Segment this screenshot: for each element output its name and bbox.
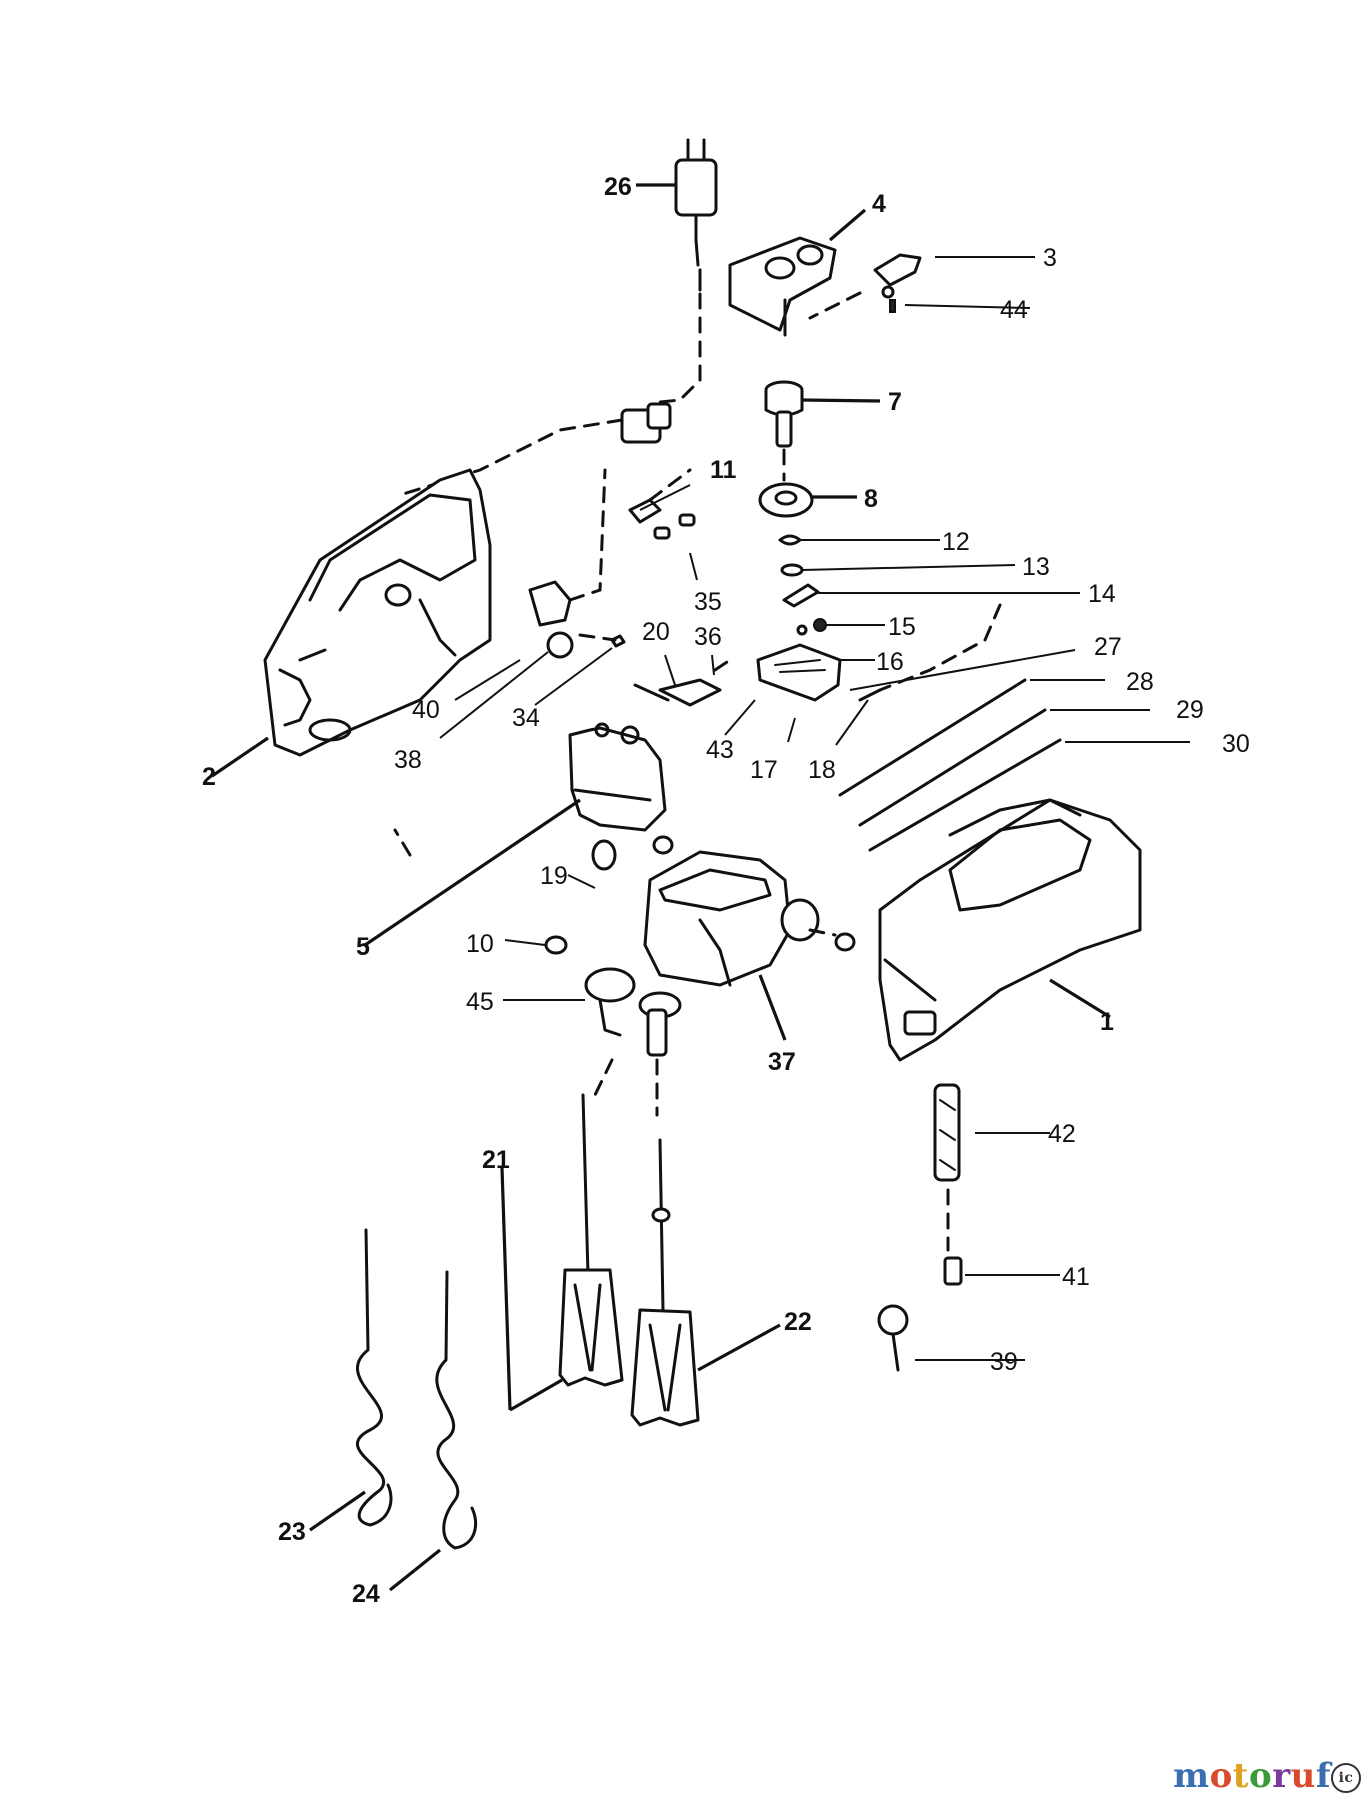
- callout-14: 14: [1088, 580, 1116, 608]
- watermark-letter: r: [1272, 1756, 1291, 1796]
- switch-clip: [633, 658, 732, 707]
- cord-clamp: [528, 468, 607, 627]
- callout-41: 41: [1062, 1263, 1090, 1291]
- callout-40: 40: [412, 696, 440, 724]
- dough-hook-right: [435, 1270, 478, 1550]
- motor-cover: [393, 722, 667, 857]
- callout-27: 27: [1094, 633, 1122, 661]
- callout-4: 4: [872, 190, 886, 218]
- dough-hook-left: [355, 1228, 393, 1527]
- grommets: [546, 631, 626, 659]
- callout-19: 19: [540, 862, 568, 890]
- watermark-letter: u: [1290, 1756, 1316, 1796]
- speed-knob: [764, 380, 804, 482]
- terminal-screws: [628, 468, 696, 540]
- watermark-letter: m: [1173, 1756, 1210, 1796]
- callout-21: 21: [482, 1146, 510, 1174]
- switch-plate: [756, 643, 842, 702]
- callout-38: 38: [394, 746, 422, 774]
- callout-26: 26: [604, 173, 632, 201]
- callout-3: 3: [1043, 244, 1057, 272]
- callout-23: 23: [278, 1518, 306, 1546]
- drive-gear: [584, 967, 682, 1117]
- callout-11: 11: [710, 456, 737, 484]
- knob-bushing: [758, 482, 814, 518]
- switch-cover: [728, 236, 837, 337]
- right-housing: [878, 798, 1142, 1062]
- motor-gearbox: [643, 850, 856, 987]
- callout-24: 24: [352, 1580, 380, 1608]
- watermark-letter: o: [1249, 1756, 1273, 1796]
- callout-12: 12: [942, 528, 970, 556]
- beater-right: [630, 1138, 700, 1427]
- callout-36: 36: [694, 623, 722, 651]
- callout-39: 39: [990, 1348, 1018, 1376]
- callout-16: 16: [876, 648, 904, 676]
- callout-5: 5: [356, 933, 370, 961]
- callout-1: 1: [1100, 1008, 1114, 1036]
- power-plug-cord: [398, 138, 718, 497]
- callout-20: 20: [642, 618, 670, 646]
- watermark-badge-icon: ic: [1331, 1763, 1361, 1793]
- left-housing: [263, 468, 492, 757]
- callout-44: 44: [1000, 296, 1028, 324]
- callout-30: 30: [1222, 730, 1250, 758]
- callout-34: 34: [512, 704, 540, 732]
- watermark-letter: f: [1315, 1756, 1331, 1796]
- switch-lever: [808, 253, 922, 320]
- callout-29: 29: [1176, 696, 1204, 724]
- callout-37: 37: [768, 1048, 796, 1076]
- guide-rods: [838, 678, 1062, 852]
- callout-7: 7: [888, 388, 902, 416]
- callout-42: 42: [1048, 1120, 1076, 1148]
- callout-18: 18: [808, 756, 836, 784]
- callout-17: 17: [750, 756, 778, 784]
- callout-43: 43: [706, 736, 734, 764]
- callout-28: 28: [1126, 668, 1154, 696]
- watermark-letter: t: [1232, 1756, 1250, 1796]
- callout-2: 2: [202, 763, 216, 791]
- beater-left: [558, 1093, 624, 1387]
- callout-35: 35: [694, 588, 722, 616]
- callout-22: 22: [784, 1308, 812, 1336]
- callout-10: 10: [466, 930, 494, 958]
- callout-8: 8: [864, 485, 878, 513]
- callout-15: 15: [888, 613, 916, 641]
- carbon-brush-assembly: [877, 1083, 963, 1372]
- callout-45: 45: [466, 988, 494, 1016]
- small-switch-parts: [778, 534, 827, 636]
- bushing-parts: [544, 835, 674, 955]
- watermark-letter: o: [1209, 1756, 1233, 1796]
- leader-lines: [211, 183, 1190, 1592]
- callout-13: 13: [1022, 553, 1050, 581]
